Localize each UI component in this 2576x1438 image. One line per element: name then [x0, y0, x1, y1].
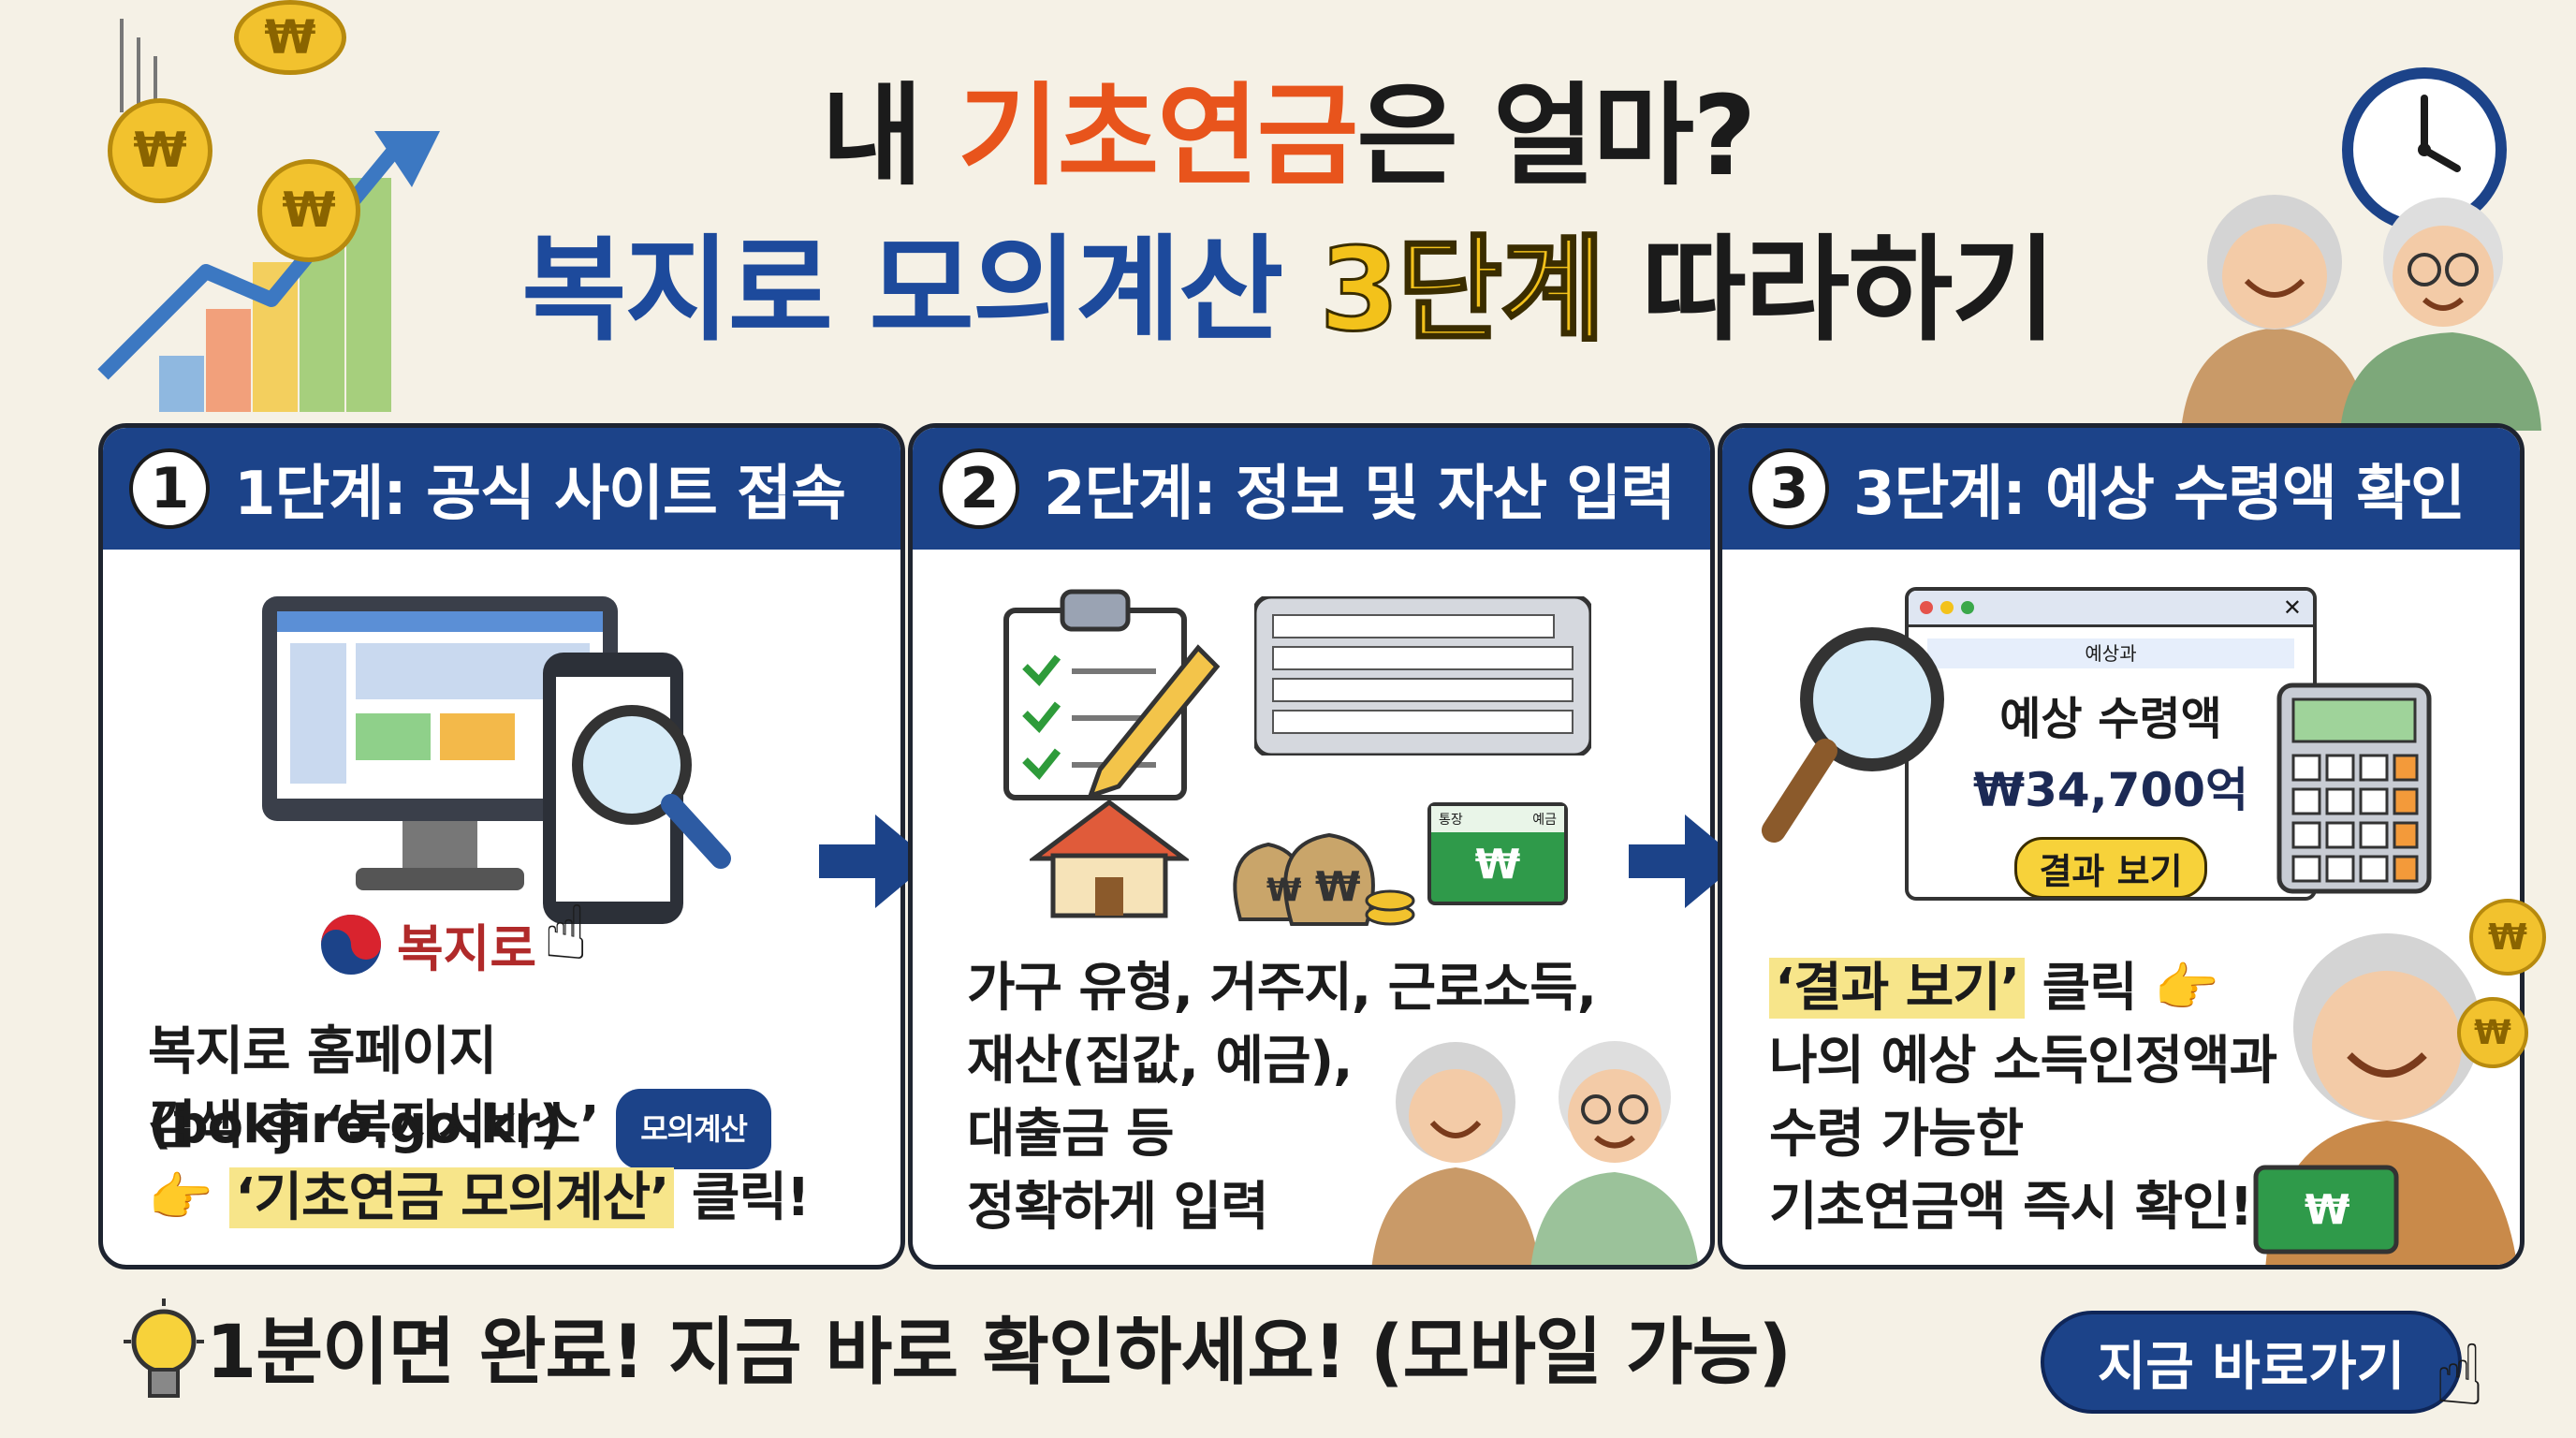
elderly-couple-illustration [2181, 195, 2541, 431]
page-title-line2: 복지로 모의계산 3단계 따라하기 [521, 223, 2056, 359]
svg-text:₩: ₩ [1315, 863, 1361, 911]
step-3-line-3: 수령 가능한 [1769, 1104, 2024, 1165]
step-3-panel: 3 3단계: 예상 수령액 확인 ✕ 예상과 예상 수령액 ₩34,700억 결… [1718, 423, 2525, 1269]
pointer-hand-icon: ☝ [543, 889, 589, 976]
result-window: ✕ 예상과 예상 수령액 ₩34,700억 결과 보기 [1905, 587, 2317, 901]
bottom-message: 1분이면 완료! 지금 바로 확인하세요! (모바일 가능) [206, 1311, 1792, 1395]
elderly-couple-illustration [1371, 1041, 1699, 1265]
coin-icon: ₩ [108, 98, 212, 203]
keyboard-icon [1254, 596, 1591, 756]
title-highlight: 기초연금 [958, 71, 1358, 200]
coin-icon: ₩ [2457, 997, 2528, 1068]
page-title-line1: 내 기초연금은 얼마? [821, 71, 1756, 200]
lightbulb-icon [124, 1299, 204, 1398]
step-3-line-4: 기초연금액 즉시 확인! [1769, 1177, 2253, 1238]
step-number-badge: 2 [939, 448, 1019, 529]
step-2-line-2: 재산(집값, 예금), [967, 1031, 1353, 1092]
simulation-pill-button[interactable]: 모의계산 [616, 1089, 771, 1169]
calculator-icon [2276, 682, 2432, 894]
window-caption: 예상과 [1927, 638, 2294, 668]
pointing-hand-icon: 👉 [2154, 958, 2219, 1019]
step-heading: 1단계: 공식 사이트 접속 [234, 460, 846, 529]
step-2-line-4: 정확하게 입력 [967, 1177, 1269, 1238]
step-3-header: 3 3단계: 예상 수령액 확인 [1722, 428, 2520, 550]
step-2-line-1: 가구 유형, 거주지, 근로소득, [967, 958, 1597, 1019]
cursor-hand-icon: ☝ [2434, 1327, 2485, 1425]
magnifier-icon [1762, 627, 1944, 843]
step-heading: 2단계: 정보 및 자산 입력 [1044, 460, 1676, 529]
clipboard-checklist-icon [1003, 589, 1221, 800]
result-label: 예상 수령액 [1999, 693, 2222, 745]
coin-icon: ₩ [257, 159, 360, 262]
go-now-button[interactable]: 지금 바로가기 [2041, 1311, 2462, 1414]
growth-chart-illustration [97, 19, 440, 412]
close-icon[interactable]: ✕ [2282, 594, 2302, 621]
step-1-line-1: 복지로 홈페이지(bokjiro.go.kr) [148, 1021, 563, 1155]
taegeuk-icon [321, 914, 381, 975]
step-1-panel: 1 1단계: 공식 사이트 접속 복지로 ☝ 복지로 홈페이지(bokjiro.… [98, 423, 905, 1269]
step-2-line-3: 대출금 등 [967, 1104, 1175, 1165]
step-2-header: 2 2단계: 정보 및 자산 입력 [913, 428, 1710, 550]
computer-and-phone-icon [262, 596, 731, 924]
step-number-badge: 1 [129, 448, 210, 529]
coin-icon: ₩ [234, 0, 346, 75]
step-1-line-2: 검색 후 ‘복지서비스’ 모의계산 [148, 1089, 771, 1169]
view-result-button[interactable]: 결과 보기 [2014, 837, 2207, 897]
elderly-woman-illustration: ₩ [2253, 933, 2518, 1265]
house-icon [1030, 799, 1189, 918]
next-step-arrow-icon [1629, 814, 1741, 908]
bokjiro-logo: 복지로 [318, 907, 536, 981]
result-value: ₩34,700억 [1972, 763, 2249, 817]
title-step-highlight: 3단계 [1318, 223, 1606, 359]
coin-icon: ₩ [2469, 899, 2546, 976]
step-3-line-1: ‘결과 보기’ 클릭 👉 [1769, 952, 2219, 1025]
step-3-line-2: 나의 예상 소득인정액과 [1769, 1031, 2277, 1092]
pointing-hand-icon: 👉 [148, 1167, 213, 1228]
step-number-badge: 3 [1749, 448, 1829, 529]
step-1-line-3: 👉 ‘기초연금 모의계산’ 클릭! [148, 1167, 811, 1228]
step-heading: 3단계: 예상 수령액 확인 [1853, 460, 2466, 529]
step-1-header: 1 1단계: 공식 사이트 접속 [103, 428, 900, 550]
next-step-arrow-icon [819, 814, 931, 908]
svg-text:₩: ₩ [2305, 1186, 2350, 1234]
money-bag-icon: ₩ ₩ [1233, 832, 1415, 926]
svg-text:₩: ₩ [1266, 872, 1302, 909]
